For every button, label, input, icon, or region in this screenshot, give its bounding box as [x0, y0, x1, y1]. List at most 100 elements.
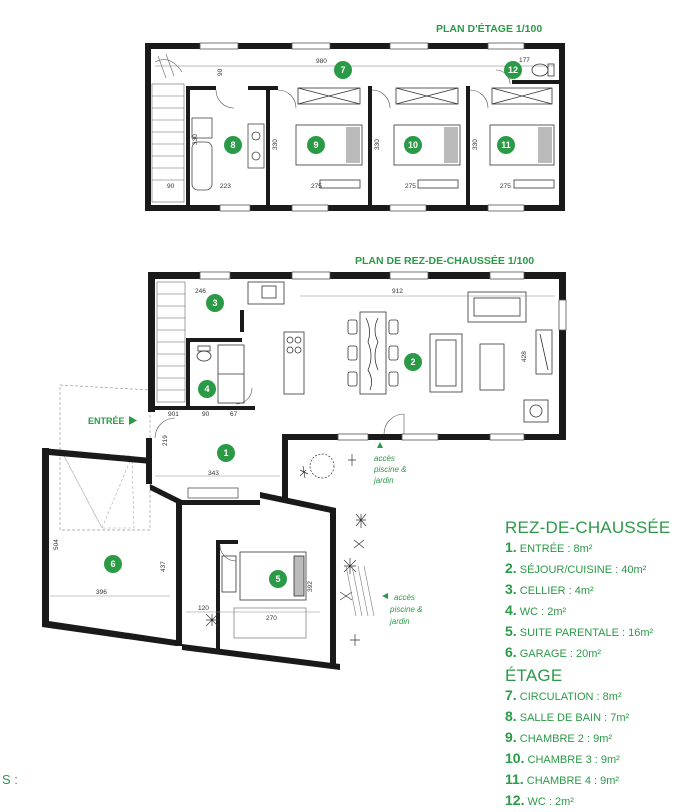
dim-label: 330 — [374, 139, 381, 150]
legend-item: 5. SUITE PARENTALE : 16m² — [505, 622, 700, 643]
cropped-caption: S : — [2, 772, 18, 787]
svg-text:piscine &: piscine & — [389, 605, 422, 614]
dining-table — [347, 311, 399, 395]
legend-item-text: CHAMBRE 4 : 9m² — [523, 775, 620, 787]
dim-label: 396 — [96, 589, 107, 596]
svg-text:jardin: jardin — [389, 617, 410, 626]
garden-plants — [205, 453, 367, 646]
room-badge-11: 11 — [497, 136, 515, 154]
dim-label: 901 — [168, 411, 179, 418]
room-badge-number: 12 — [508, 65, 518, 75]
room-badge-9: 9 — [307, 136, 325, 154]
legend-item: 10. CHAMBRE 3 : 9m² — [505, 749, 700, 770]
dim-label: 90 — [217, 68, 224, 76]
upper-bed-shades — [346, 127, 552, 163]
bathroom-fixtures — [191, 117, 265, 191]
dim-label: 120 — [198, 605, 209, 612]
entree-label: ENTRÉE — [88, 416, 125, 426]
upper-stairs — [151, 53, 185, 203]
dim-label: 270 — [266, 615, 277, 622]
ground-plan-title: PLAN DE REZ-DE-CHAUSSÉE 1/100 — [355, 254, 534, 267]
living-furniture — [429, 291, 553, 423]
svg-text:piscine &: piscine & — [373, 465, 406, 474]
legend-item-text: SALLE DE BAIN : 7m² — [516, 712, 630, 724]
entree-arrow-icon — [129, 416, 137, 425]
room-badge-8: 8 — [224, 136, 242, 154]
legend-item-number: 11. — [505, 771, 524, 787]
dim-label: 504 — [53, 539, 60, 550]
legend-item-number: 10. — [505, 750, 525, 766]
legend-item: 4. WC : 2m² — [505, 601, 700, 622]
room-badge-circle — [206, 294, 224, 312]
dim-label: 980 — [316, 58, 327, 65]
dim-label: 437 — [160, 561, 167, 572]
dim-label: 219 — [162, 435, 169, 446]
upper-windows — [199, 42, 525, 212]
ground-walls — [42, 272, 566, 670]
legend-item: 2. SÉJOUR/CUISINE : 40m² — [505, 559, 700, 580]
left-arrow-icon — [382, 593, 388, 599]
legend-item-text: CIRCULATION : 8m² — [516, 691, 622, 703]
legend-item-number: 8. — [505, 708, 517, 724]
dim-label: 275 — [500, 183, 511, 190]
legend-item-number: 3. — [505, 581, 517, 597]
room-badge-circle — [224, 136, 242, 154]
ground-doors — [154, 387, 405, 562]
room-badge-number: 11 — [501, 140, 511, 150]
room-badge-7: 7 — [334, 61, 352, 79]
room-badge-circle — [497, 136, 515, 154]
dim-label: 223 — [220, 183, 231, 190]
dim-label: 330 — [472, 139, 479, 150]
room-badge-10: 10 — [404, 136, 422, 154]
upper-floor-plan: PLAN D'ÉTAGE 1/100 — [145, 22, 565, 212]
legend-item: 9. CHAMBRE 2 : 9m² — [505, 728, 700, 749]
legend-item-text: CHAMBRE 2 : 9m² — [516, 733, 613, 745]
dim-label: 428 — [521, 351, 528, 362]
legend-list: 7. CIRCULATION : 8m² 8. SALLE DE BAIN : 7… — [505, 686, 700, 812]
dim-label: 392 — [307, 581, 314, 592]
room-badge-4: 4 — [198, 380, 216, 398]
ground-wc — [196, 345, 212, 362]
legend-item: 6. GARAGE : 20m² — [505, 643, 700, 664]
legend-item-text: SÉJOUR/CUISINE : 40m² — [516, 564, 647, 576]
dim-label: 275 — [311, 183, 322, 190]
dim-label: 275 — [405, 183, 416, 190]
terrace-deck — [345, 565, 375, 617]
room-badge-circle — [334, 61, 352, 79]
svg-text:accès: accès — [374, 454, 395, 463]
legend-item-number: 2. — [505, 560, 517, 576]
legend-item-number: 7. — [505, 687, 517, 703]
room-badge-circle — [307, 136, 325, 154]
dim-label: 246 — [195, 288, 206, 295]
dim-label: 330 — [192, 134, 199, 145]
legend-item-text: GARAGE : 20m² — [516, 648, 602, 660]
room-badge-number: 6 — [110, 559, 115, 569]
legend-item-number: 12. — [505, 792, 525, 808]
room-badge-circle — [269, 570, 287, 588]
room-badge-number: 5 — [275, 574, 280, 584]
legend-item-text: WC : 2m² — [524, 796, 574, 808]
room-badge-number: 8 — [230, 140, 235, 150]
room-badge-circle — [198, 380, 216, 398]
ground-dim-lines — [50, 295, 555, 613]
kitchen — [217, 281, 305, 404]
room-badge-6: 6 — [104, 555, 122, 573]
room-badge-number: 2 — [410, 357, 415, 367]
legend-item: 1. ENTRÉE : 8m² — [505, 538, 700, 559]
room-badge-number: 10 — [408, 140, 418, 150]
dim-label: 330 — [272, 139, 279, 150]
legend-item-number: 6. — [505, 644, 517, 660]
ground-stairs — [156, 281, 186, 403]
dim-label: 90 — [202, 411, 210, 418]
legend-item-number: 4. — [505, 602, 517, 618]
dim-label: 67 — [230, 411, 238, 418]
room-badge-circle — [217, 444, 235, 462]
legend-item-text: SUITE PARENTALE : 16m² — [516, 627, 654, 639]
room-badge-12: 12 — [504, 61, 522, 79]
legend-item-text: CELLIER : 4m² — [516, 585, 594, 597]
legend-item-text: ENTRÉE : 8m² — [516, 543, 593, 555]
room-badge-number: 7 — [340, 65, 345, 75]
